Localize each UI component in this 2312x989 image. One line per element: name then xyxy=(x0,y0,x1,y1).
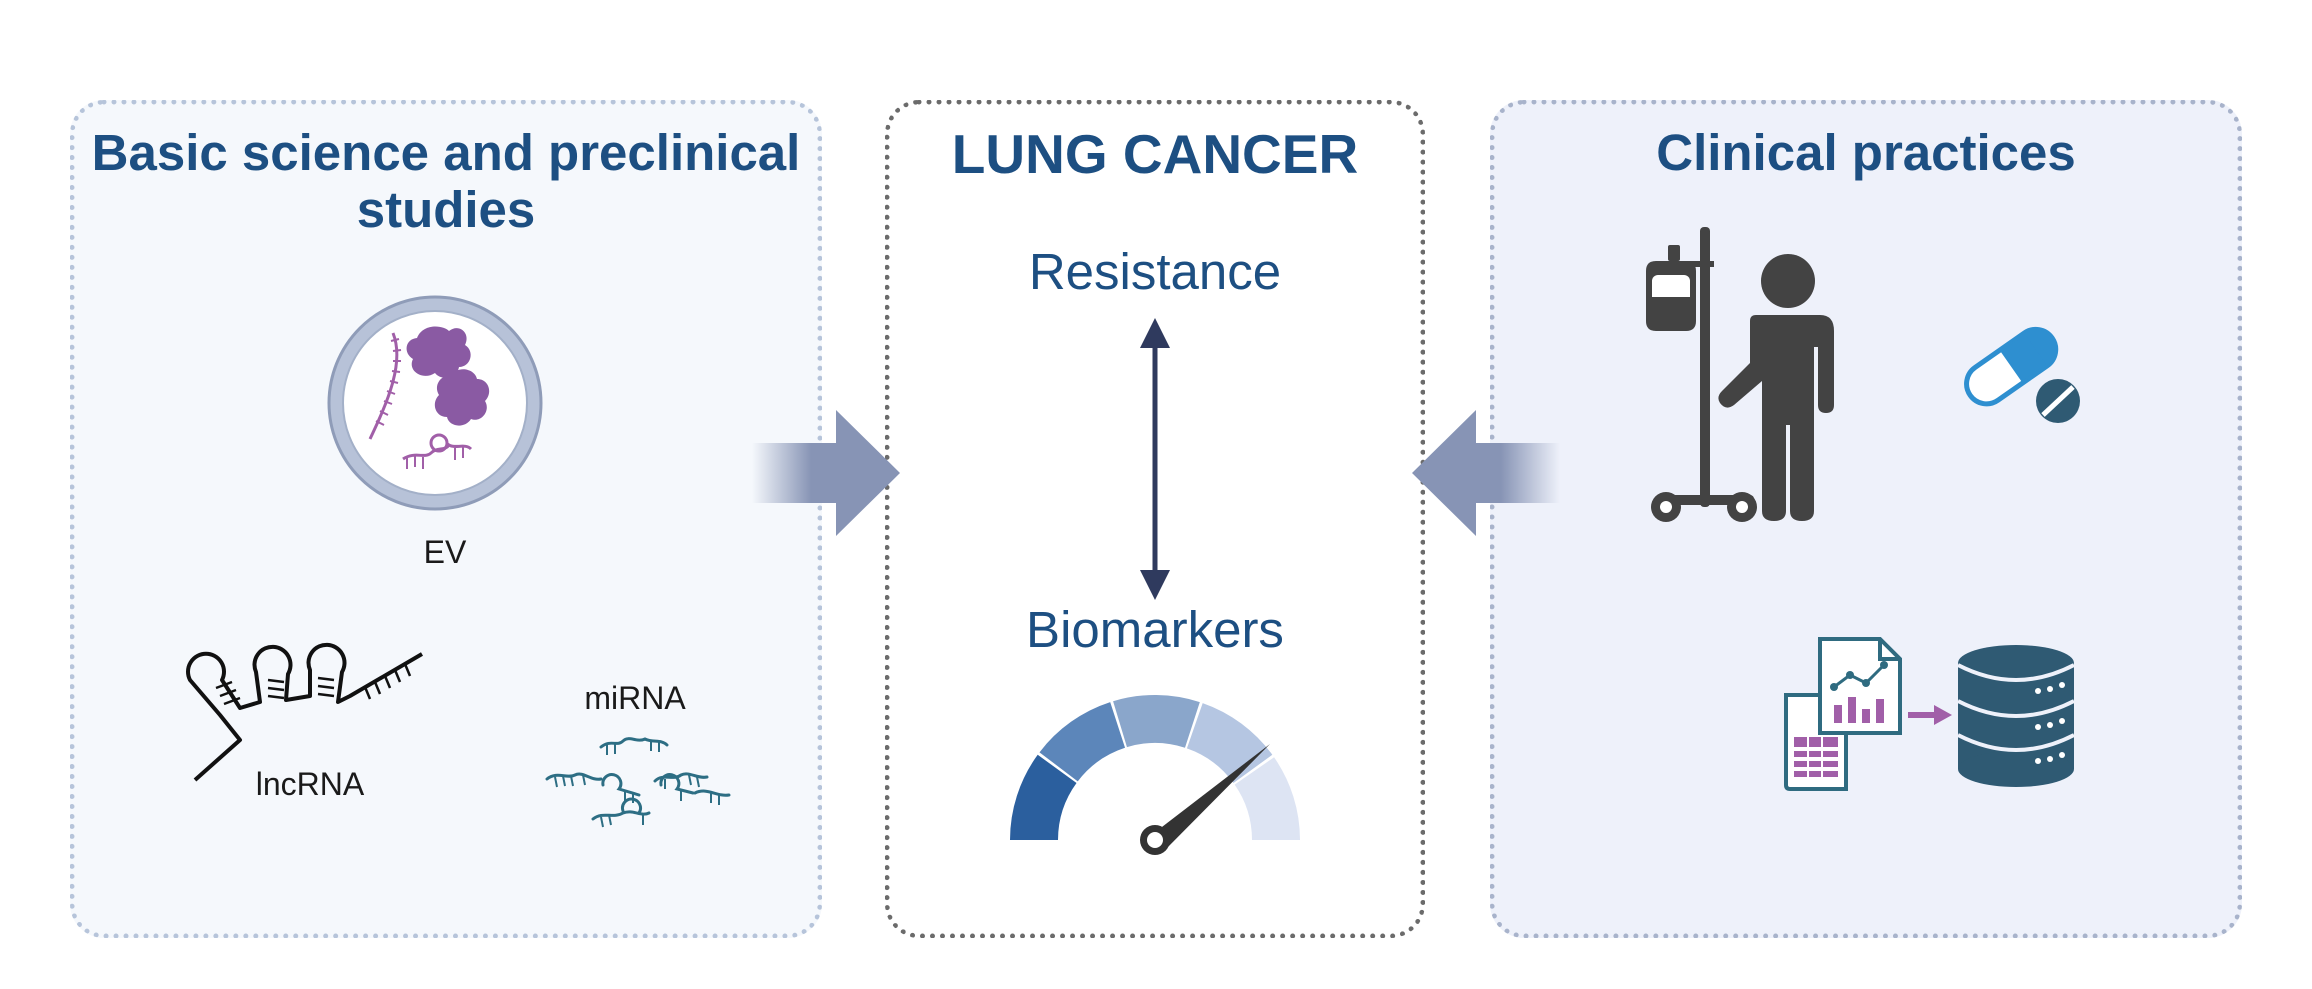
lncrna-icon xyxy=(186,642,424,782)
basic-science-title: Basic science and preclinical studies xyxy=(91,124,801,239)
gauge-segment xyxy=(1113,695,1200,748)
double-arrow-icon xyxy=(1140,318,1170,600)
resistance-label: Resistance xyxy=(1028,243,1282,300)
lncrna-label: lncRNA xyxy=(255,766,365,802)
mirna-label: miRNA xyxy=(584,680,686,716)
biomarkers-label: Biomarkers xyxy=(1026,601,1284,658)
right-flow-arrow-icon xyxy=(1412,410,1560,536)
gauge-segment xyxy=(1234,757,1300,840)
left-flow-arrow-icon xyxy=(752,410,900,536)
basic-science-panel xyxy=(70,100,822,938)
extracellular-vesicle-icon xyxy=(327,295,543,511)
gauge-segment xyxy=(1010,754,1077,840)
clinical-practices-panel xyxy=(1490,100,2242,938)
patient-iv-drip-icon xyxy=(1646,227,1834,522)
mirna-icon xyxy=(545,737,731,828)
gauge-segment xyxy=(1039,702,1126,782)
data-to-database-icon xyxy=(1784,637,2075,791)
clinical-practices-title: Clinical practices xyxy=(1656,124,2076,181)
lung-cancer-title: LUNG CANCER xyxy=(951,123,1359,185)
ev-label: EV xyxy=(423,534,467,570)
gauge-icon xyxy=(1010,695,1300,855)
pill-capsule-icon xyxy=(1964,326,2080,423)
